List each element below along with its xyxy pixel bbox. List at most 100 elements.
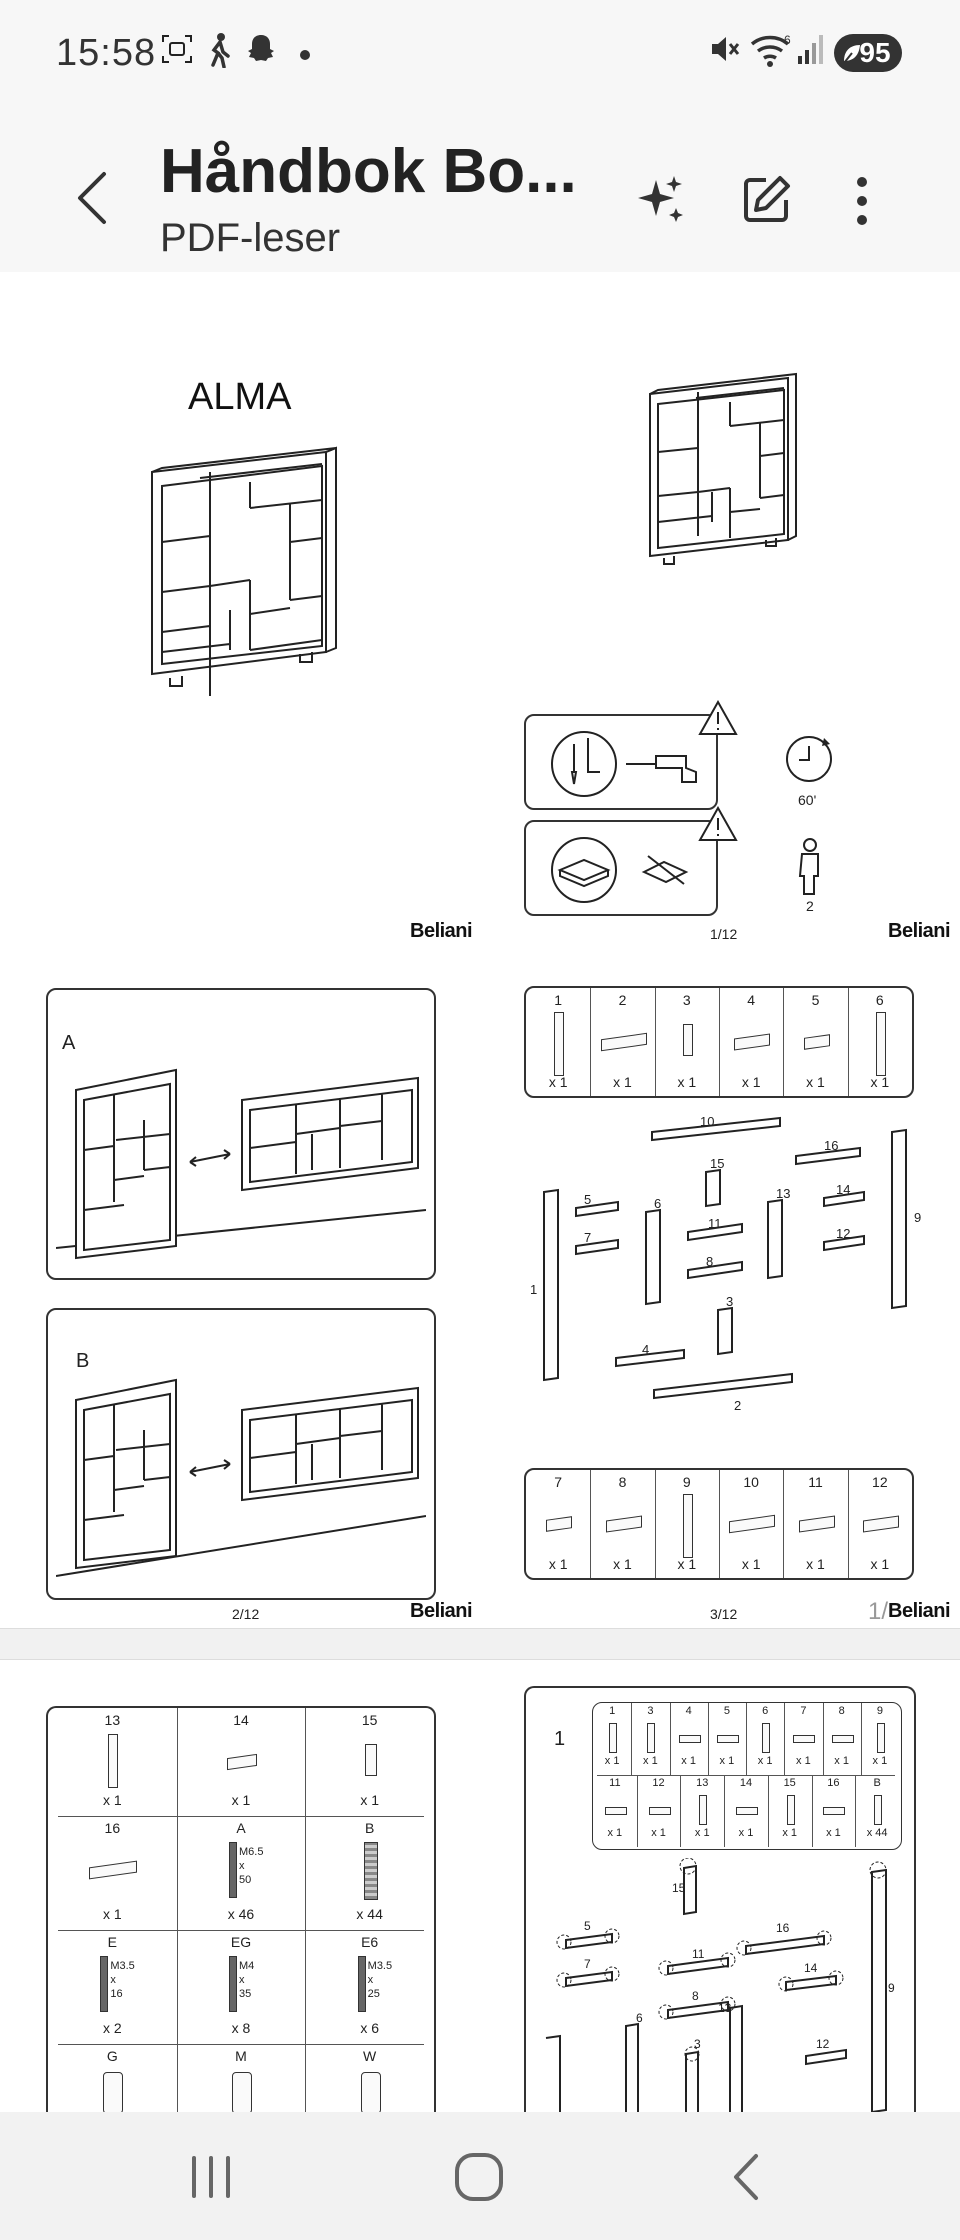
hardware-id: 13 bbox=[104, 1712, 121, 1728]
part-shape bbox=[682, 1494, 693, 1558]
bracket-shape bbox=[103, 2072, 124, 2114]
part-shape bbox=[734, 1033, 771, 1051]
page-number-2: 2/12 bbox=[232, 1606, 260, 1622]
pdf-viewer[interactable]: ALMA 60' bbox=[0, 272, 960, 2128]
table-divider bbox=[176, 1708, 178, 1816]
screw-spec: x bbox=[367, 1974, 374, 1986]
part-number: 3 bbox=[682, 992, 691, 1008]
part-shape bbox=[699, 1795, 708, 1825]
part-number: 8 bbox=[618, 1474, 627, 1490]
hardware-quantity: x 8 bbox=[231, 2020, 251, 2036]
part-shape bbox=[876, 1723, 885, 1753]
table-divider bbox=[669, 1703, 671, 1775]
page-indicator: 1/ bbox=[868, 1598, 889, 1625]
part-label-12: 12 bbox=[836, 1226, 850, 1241]
part-quantity: x 1 bbox=[782, 1827, 798, 1839]
part-number: 13 bbox=[696, 1777, 709, 1789]
hardware-quantity: x 46 bbox=[227, 1906, 255, 1922]
part-shape bbox=[862, 1515, 899, 1533]
hardware-id: W bbox=[363, 2048, 377, 2064]
part-number: 6 bbox=[762, 1705, 769, 1717]
back-icon[interactable] bbox=[70, 168, 114, 228]
part-shape bbox=[546, 1516, 573, 1532]
wifi-icon: 6 bbox=[750, 33, 791, 67]
screw-spec: M4 bbox=[239, 1960, 255, 1972]
part-quantity: x 1 bbox=[870, 1074, 890, 1090]
app-subtitle: PDF-leser bbox=[160, 216, 341, 260]
panel-label-a: A bbox=[62, 1032, 76, 1054]
step-label-6: 6 bbox=[636, 2011, 643, 2025]
part-label-2: 2 bbox=[734, 1398, 741, 1413]
part-shape bbox=[716, 1735, 739, 1743]
part-label-4: 4 bbox=[642, 1342, 649, 1357]
step-label-13: 13 bbox=[718, 2001, 732, 2015]
part-number: 8 bbox=[838, 1705, 845, 1717]
part-shape bbox=[600, 1032, 647, 1052]
part-quantity: x 1 bbox=[796, 1755, 811, 1767]
table-divider bbox=[631, 1703, 633, 1775]
part-quantity: x 1 bbox=[757, 1755, 773, 1767]
part-label-3: 3 bbox=[726, 1294, 733, 1309]
part-quantity: x 1 bbox=[613, 1074, 632, 1090]
part-label-16: 16 bbox=[824, 1138, 838, 1153]
part-shape bbox=[798, 1515, 835, 1533]
hardware-quantity: x 1 bbox=[102, 1792, 122, 1808]
part-shape bbox=[875, 1012, 886, 1076]
svg-text:6: 6 bbox=[784, 33, 791, 47]
table-divider bbox=[847, 1470, 849, 1578]
hardware-id: M bbox=[235, 2048, 247, 2064]
part-quantity: x 1 bbox=[806, 1074, 825, 1090]
part-number: 9 bbox=[876, 1705, 883, 1717]
part-label-11: 11 bbox=[708, 1216, 722, 1231]
surface-box bbox=[524, 820, 718, 916]
part-quantity: x 1 bbox=[677, 1074, 697, 1090]
back-nav-icon[interactable] bbox=[726, 2152, 766, 2202]
hardware-quantity: x 6 bbox=[360, 2020, 379, 2036]
screw-spec: x bbox=[239, 1974, 245, 1986]
edit-icon[interactable] bbox=[740, 174, 792, 226]
part-quantity: x 1 bbox=[613, 1556, 632, 1572]
screw-spec: x bbox=[110, 1974, 116, 1986]
walking-icon bbox=[211, 33, 230, 68]
part-shape bbox=[831, 1735, 854, 1743]
step-label-11: 11 bbox=[692, 1947, 705, 1961]
ai-sparkle-icon[interactable] bbox=[636, 174, 686, 226]
part-number: 1 bbox=[609, 1705, 616, 1717]
part-quantity: x 1 bbox=[604, 1755, 620, 1767]
warning-icon-2 bbox=[698, 806, 738, 841]
warning-icon bbox=[698, 700, 738, 735]
table-divider bbox=[707, 1703, 709, 1775]
panel-label-b: B bbox=[76, 1350, 90, 1372]
clock-icon bbox=[786, 736, 832, 782]
hardware-id: A bbox=[236, 1820, 246, 1836]
part-quantity: x 44 bbox=[866, 1827, 888, 1839]
screw-spec: 50 bbox=[239, 1874, 252, 1886]
table-divider bbox=[680, 1775, 682, 1847]
app-bar: Håndbok Bo... PDF-leser bbox=[0, 110, 960, 273]
hardware-id: B bbox=[364, 1820, 375, 1836]
status-time: 15:58 bbox=[56, 32, 157, 74]
part-number: 11 bbox=[609, 1777, 621, 1789]
more-icon[interactable] bbox=[852, 176, 872, 226]
table-divider bbox=[847, 988, 849, 1096]
step-label-15: 15 bbox=[672, 1881, 686, 1895]
part-shape bbox=[648, 1807, 671, 1815]
hardware-quantity: x 1 bbox=[102, 1906, 122, 1922]
part-quantity: x 1 bbox=[643, 1755, 658, 1767]
table-divider bbox=[305, 2044, 307, 2128]
recent-apps-icon[interactable] bbox=[186, 2152, 236, 2202]
home-icon[interactable] bbox=[452, 2150, 506, 2204]
table-divider bbox=[746, 1703, 747, 1775]
hardware-id: E6 bbox=[361, 1934, 379, 1950]
screw-spec: x bbox=[239, 1860, 245, 1872]
tools-box bbox=[524, 714, 718, 810]
table-row-divider bbox=[58, 1930, 424, 1931]
part-number: 1 bbox=[554, 992, 563, 1008]
part-shape bbox=[363, 1842, 378, 1900]
screw-spec: 35 bbox=[239, 1988, 252, 2000]
screw-spec: M6.5 bbox=[239, 1846, 264, 1858]
page-separator bbox=[0, 1628, 960, 1660]
screw-spec: 16 bbox=[110, 1988, 123, 2000]
part-shape bbox=[108, 1734, 119, 1788]
